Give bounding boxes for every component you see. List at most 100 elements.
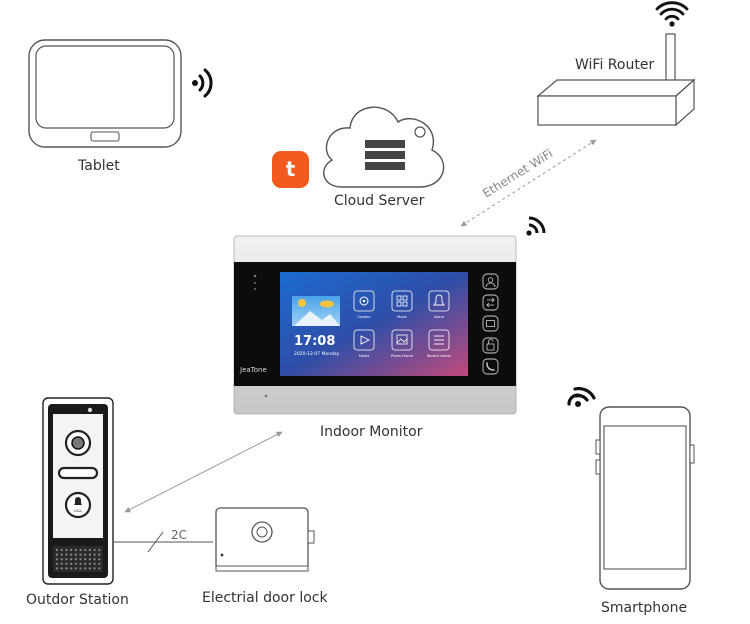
grille-hole (65, 562, 68, 565)
grille-hole (65, 553, 68, 556)
unlock-icon[interactable] (482, 337, 499, 354)
indoor-monitor-device (233, 235, 517, 415)
monitor-app-grid: System Mode Alarm Media Photo Frame (353, 290, 452, 358)
transfer-icon[interactable] (482, 294, 499, 311)
tablet-device (28, 39, 182, 148)
grid-icon (396, 295, 408, 307)
grille-hole (70, 548, 73, 552)
grille-hole (88, 558, 91, 561)
monitor-clock-time: 17:08 (294, 334, 335, 349)
grille-hole (70, 558, 73, 561)
lock-wire-tick (147, 531, 164, 553)
door-lock-device (215, 507, 315, 572)
app-label: Record center (427, 354, 452, 358)
grille-hole (55, 548, 59, 552)
app-tile-system[interactable]: System (353, 290, 375, 319)
app-tile-mode[interactable]: Mode (391, 290, 413, 319)
user-icon[interactable] (482, 273, 499, 290)
cloud-weather-icon (320, 300, 334, 308)
grille-hole (98, 548, 101, 552)
wifi-router-label: WiFi Router (575, 57, 655, 73)
bell-icon (433, 294, 445, 306)
grille-hole (98, 558, 101, 561)
grille-hole (88, 548, 91, 552)
grille-hole (55, 567, 59, 570)
grille-hole (55, 553, 59, 556)
weather-widget (292, 296, 340, 326)
grille-hole (98, 553, 101, 556)
monitor-brand: JeaTone (239, 366, 267, 374)
smartphone-label: Smartphone (601, 600, 688, 616)
app-label: Photo Frame (391, 354, 413, 358)
photo-icon (396, 334, 408, 345)
gear-icon (359, 296, 369, 306)
signal-waves-icon (192, 68, 213, 98)
grille-hole (65, 548, 68, 552)
grille-hole (79, 553, 82, 556)
monitor-side-buttons (482, 273, 499, 375)
monitor-clock-date: 2020-12-07 Monday (294, 351, 340, 357)
sun-icon (298, 299, 306, 307)
signal-waves-icon (567, 386, 596, 407)
outdoor-station-device: CALL (42, 397, 114, 585)
app-tile-record-center[interactable]: Record center (427, 329, 452, 358)
smartphone-device (595, 406, 695, 590)
app-tile-photo-frame[interactable]: Photo Frame (391, 329, 413, 358)
lock-wire-label: 2C (171, 528, 187, 542)
grille-hole (93, 558, 96, 561)
rss-icon (526, 216, 546, 236)
tuya-letter: t (286, 157, 296, 181)
app-label: Media (359, 354, 370, 358)
grille-hole (98, 562, 101, 565)
grille-hole (74, 562, 77, 565)
wifi-icon (655, 1, 689, 27)
app-label: System (357, 315, 371, 319)
grille-hole (88, 562, 91, 565)
camera-icon[interactable] (482, 315, 499, 332)
grille-hole (88, 567, 91, 570)
call-label: CALL (74, 509, 83, 513)
app-label: Alarm (434, 315, 445, 319)
speaker-grille (55, 548, 101, 570)
grille-hole (60, 567, 63, 570)
grille-hole (74, 548, 77, 552)
grille-hole (60, 548, 63, 552)
outdoor-station-label: Outdor Station (26, 592, 129, 608)
cloud-icon (323, 106, 445, 188)
grille-hole (84, 553, 87, 556)
grille-hole (79, 558, 82, 561)
grille-hole (60, 553, 63, 556)
wifi-router-device (536, 33, 696, 127)
grille-hole (70, 567, 73, 570)
grille-hole (79, 562, 82, 565)
outdoor-monitor-link (124, 431, 283, 513)
tablet-label: Tablet (78, 158, 120, 174)
grille-hole (55, 558, 59, 561)
grille-hole (65, 567, 68, 570)
grille-hole (84, 558, 87, 561)
grille-hole (55, 562, 59, 565)
grille-hole (93, 562, 96, 565)
grille-hole (93, 553, 96, 556)
router-monitor-link (460, 139, 597, 227)
grille-hole (74, 558, 77, 561)
app-tile-alarm[interactable]: Alarm (428, 290, 450, 319)
grille-hole (93, 567, 96, 570)
grille-hole (74, 567, 77, 570)
grille-hole (84, 548, 87, 552)
grille-hole (60, 558, 63, 561)
grille-hole (93, 548, 96, 552)
grille-hole (84, 567, 87, 570)
grille-hole (79, 548, 82, 552)
phone-icon[interactable] (482, 358, 499, 375)
grille-hole (88, 553, 91, 556)
grille-hole (84, 562, 87, 565)
grille-hole (79, 567, 82, 570)
door-lock-label: Electrial door lock (202, 590, 328, 606)
play-icon (360, 335, 371, 345)
app-tile-media[interactable]: Media (353, 329, 375, 358)
grille-hole (74, 553, 77, 556)
grille-hole (70, 562, 73, 565)
grille-hole (70, 553, 73, 556)
